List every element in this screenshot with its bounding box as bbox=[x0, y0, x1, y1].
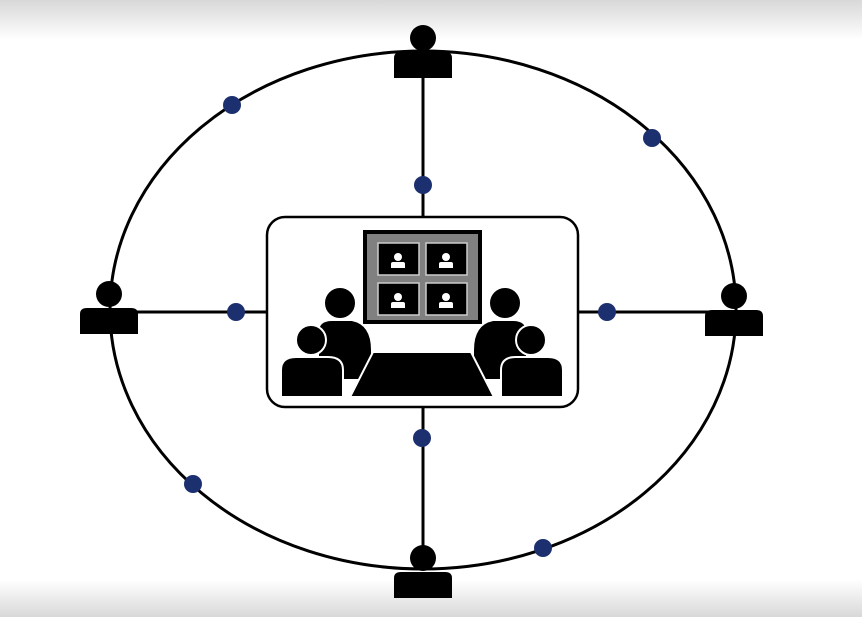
node bbox=[643, 129, 661, 147]
node bbox=[598, 303, 616, 321]
person-bottom-icon bbox=[394, 545, 452, 598]
conference-room bbox=[265, 215, 580, 409]
meeting-people-icon bbox=[280, 286, 564, 398]
node bbox=[184, 475, 202, 493]
node bbox=[414, 176, 432, 194]
table-icon bbox=[348, 351, 496, 398]
person-right-icon bbox=[705, 283, 763, 336]
node bbox=[534, 539, 552, 557]
node bbox=[227, 303, 245, 321]
video-wall-icon bbox=[363, 230, 482, 324]
node bbox=[223, 96, 241, 114]
node bbox=[413, 429, 431, 447]
ring-nodes bbox=[184, 96, 661, 557]
